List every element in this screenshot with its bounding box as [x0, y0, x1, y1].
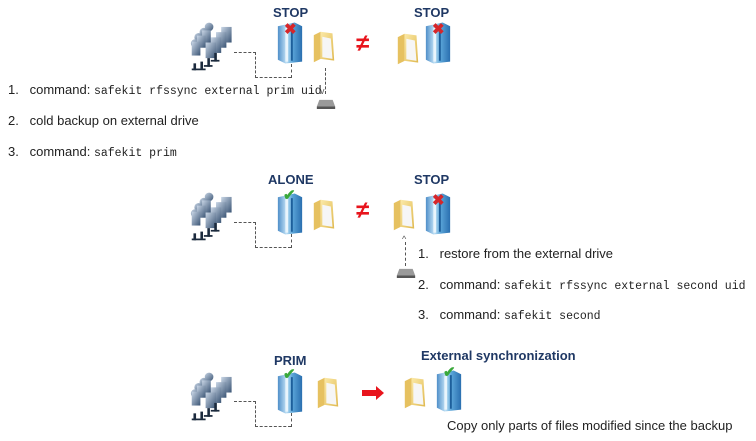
users-workstations-icon	[190, 190, 242, 242]
state-label-primary: STOP	[273, 5, 309, 20]
command-text: safekit rfssync external second uid	[503, 280, 746, 293]
connector-line	[291, 64, 292, 78]
connector-line	[291, 413, 292, 427]
external-drive-icon	[396, 267, 416, 279]
step-item: 3. command: safekit second	[418, 307, 601, 323]
stop-cross-icon: ✖	[284, 21, 297, 38]
command-text: safekit second	[503, 310, 601, 323]
connector-line	[291, 234, 292, 248]
stop-cross-icon: ✖	[432, 21, 445, 38]
step-item: 2. command: safekit rfssync external sec…	[418, 277, 746, 293]
arrow-up-icon: ^	[402, 234, 407, 244]
connector-line	[234, 401, 256, 402]
command-text: safekit rfssync external prim uid	[93, 85, 322, 98]
check-icon: ✔	[443, 364, 456, 381]
check-icon: ✔	[283, 366, 296, 383]
connector-line	[255, 247, 291, 248]
connector-line	[234, 52, 256, 53]
connector-line	[255, 52, 256, 78]
state-label-primary: ALONE	[268, 172, 314, 187]
stop-cross-icon: ✖	[432, 192, 445, 209]
folder-icon	[312, 30, 336, 64]
folder-icon	[312, 198, 336, 232]
step-item: 2. cold backup on external drive	[8, 113, 199, 128]
external-drive-icon	[316, 98, 336, 110]
arrow-down-icon: v	[320, 86, 325, 96]
backup-arrow-line	[325, 68, 326, 94]
folder-icon	[396, 32, 420, 66]
arrow-right-icon	[362, 386, 384, 400]
step-item: 1. command: safekit rfssync external pri…	[8, 82, 322, 98]
state-label-secondary: STOP	[414, 172, 450, 187]
folder-icon	[403, 376, 427, 410]
folder-icon	[316, 376, 340, 410]
state-label-secondary: STOP	[414, 5, 450, 20]
step-item: 3. command: safekit prim	[8, 144, 177, 160]
users-workstations-icon	[190, 370, 242, 422]
sync-note: Copy only parts of files modified since …	[447, 418, 733, 433]
command-text: safekit prim	[93, 147, 177, 160]
state-label-primary: PRIM	[274, 353, 307, 368]
users-workstations-icon	[190, 20, 242, 72]
check-icon: ✔	[283, 187, 296, 204]
connector-line	[255, 401, 256, 427]
connector-line	[255, 77, 291, 78]
not-equal-icon: ≠	[356, 30, 370, 57]
connector-line	[255, 222, 256, 248]
external-sync-title: External synchronization	[421, 348, 576, 363]
connector-line	[234, 222, 256, 223]
step-item: 1. restore from the external drive	[418, 246, 614, 261]
folder-icon	[392, 198, 416, 232]
restore-arrow-line	[405, 242, 406, 266]
connector-line	[255, 426, 291, 427]
not-equal-icon: ≠	[356, 197, 370, 224]
